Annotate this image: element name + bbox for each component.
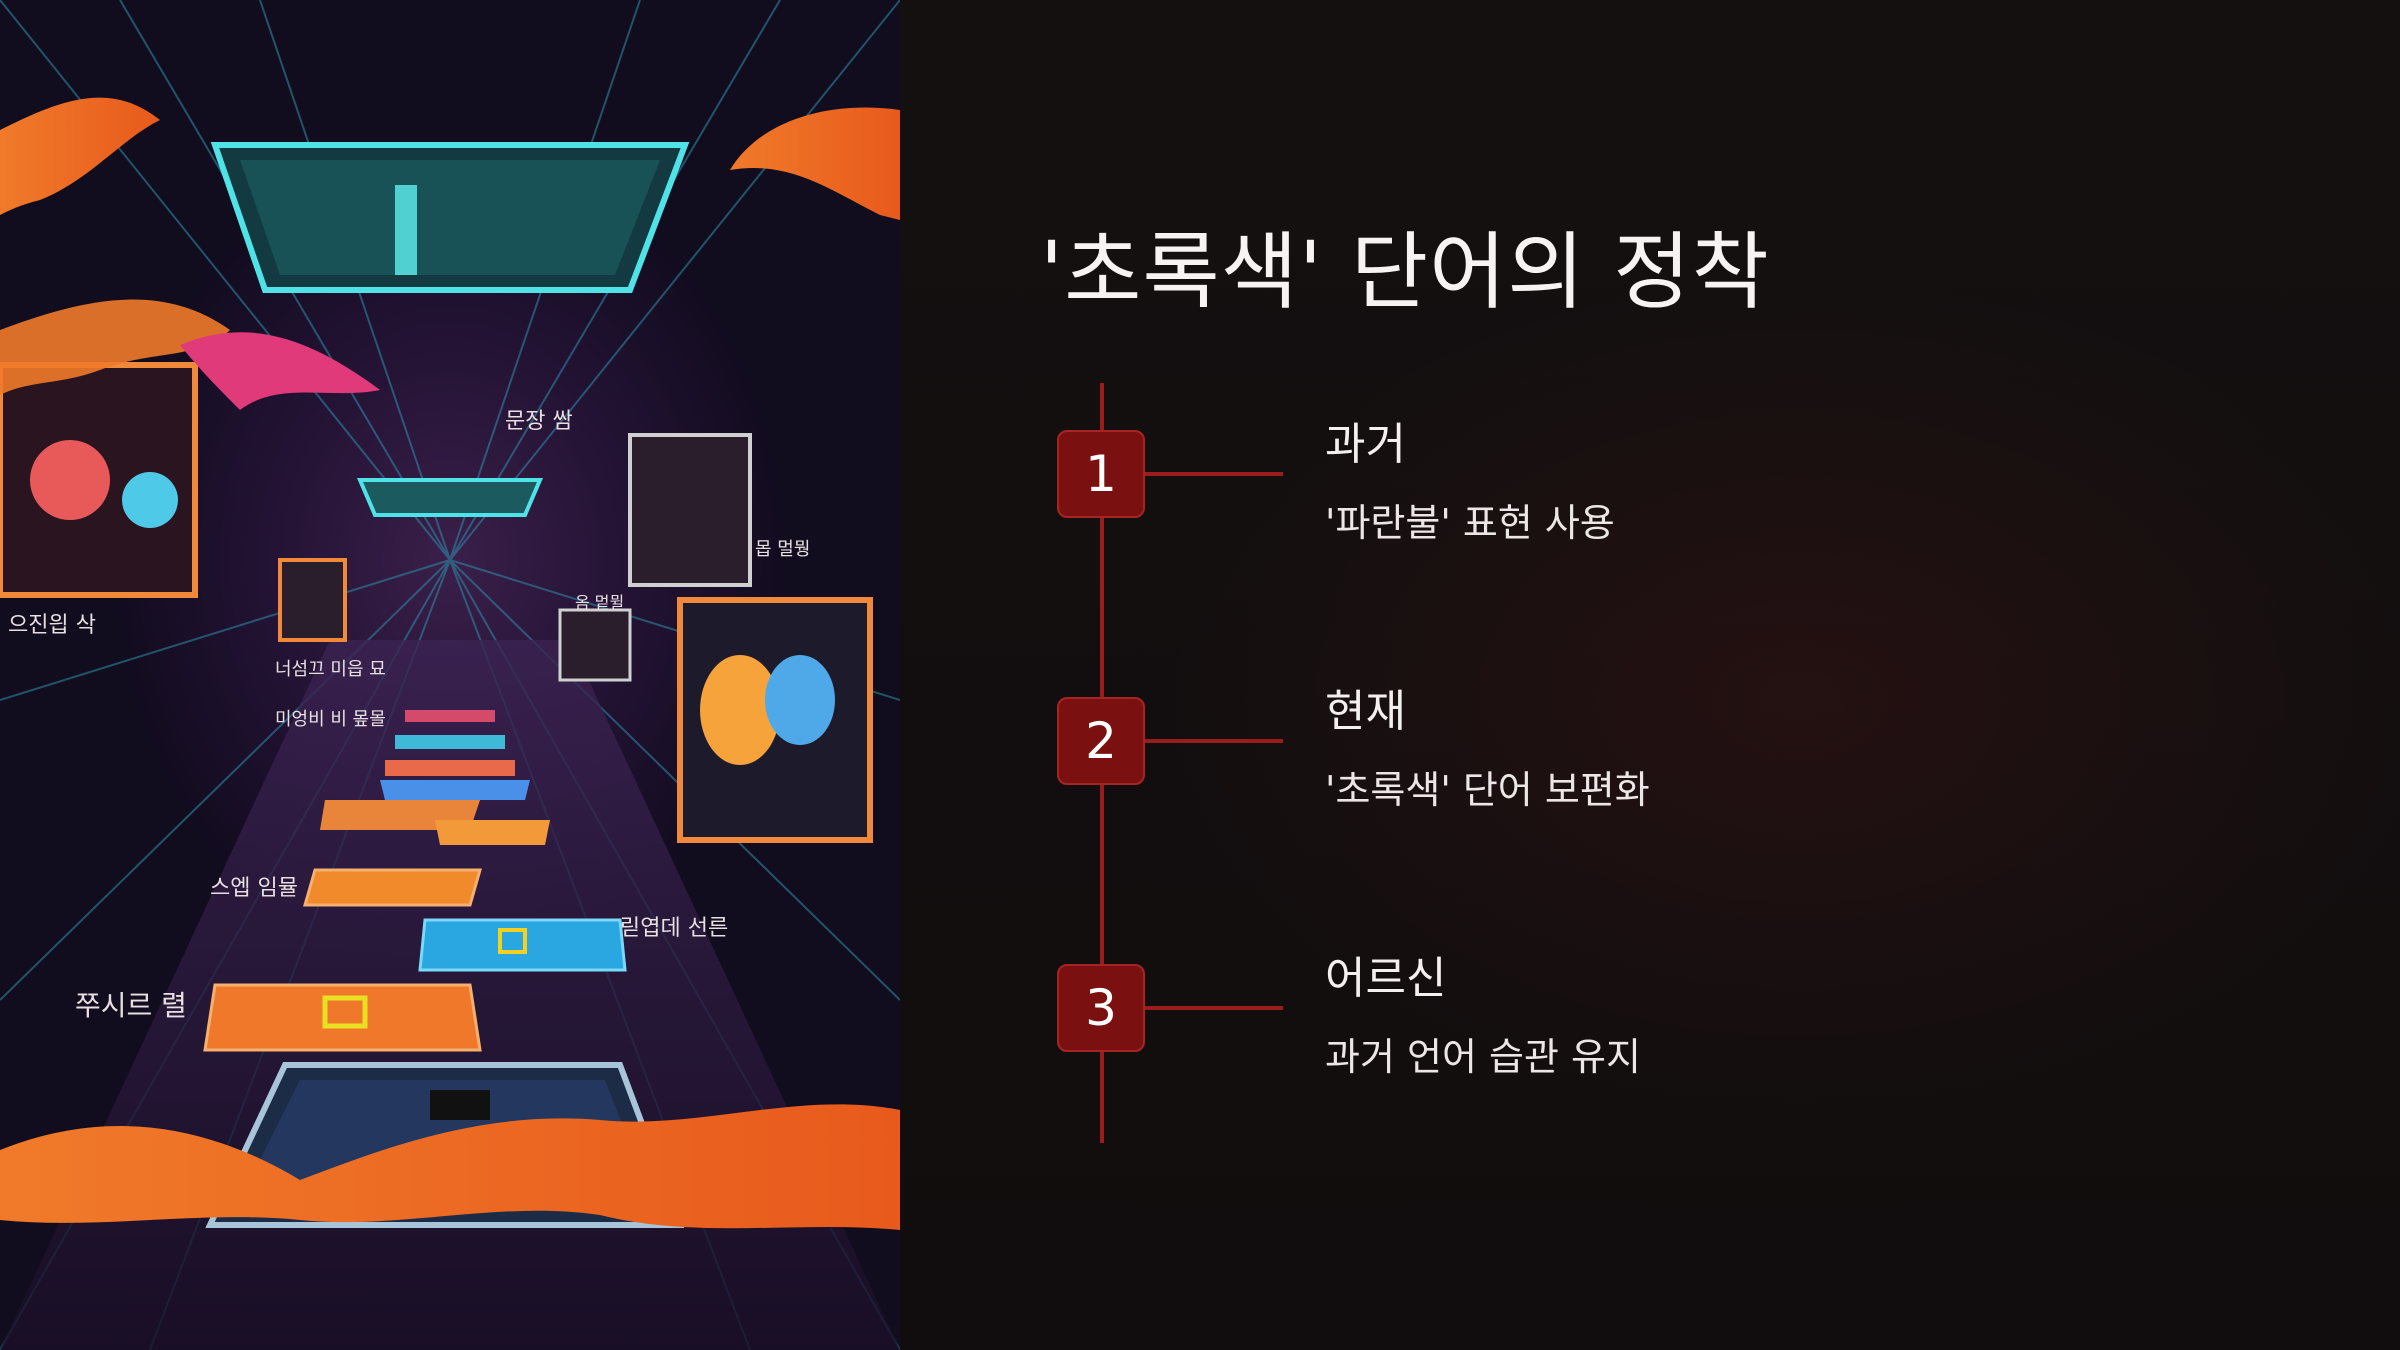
step-connector — [1145, 472, 1283, 476]
illustration-label: 옴 멑뮐 — [575, 593, 624, 612]
slide-title: '초록색' 단어의 정착 — [1040, 223, 1770, 321]
illustration-label: 릳엽데 선른 — [620, 916, 728, 941]
step-description: 과거 언어 습관 유지 — [1325, 1035, 1641, 1079]
step-connector — [1145, 1006, 1283, 1010]
step-heading: 현재 — [1325, 686, 1406, 737]
timeline-step-2: 2 현재 '초록색' 단어 보편화 — [1057, 686, 1957, 897]
illustration-label: 몹 멀뭥 — [755, 539, 810, 560]
step-connector — [1145, 739, 1283, 743]
step-number-badge: 1 — [1057, 430, 1145, 518]
illustration-label: 스엡 임뮬 — [210, 876, 298, 901]
step-description: '파란불' 표현 사용 — [1325, 501, 1615, 545]
step-number-badge: 2 — [1057, 697, 1145, 785]
illustration-label: 쭈시르 렬 — [75, 989, 187, 1022]
step-description: '초록색' 단어 보편화 — [1325, 768, 1650, 812]
illustration-label: 으진읩 삭 — [8, 613, 96, 638]
timeline-step-1: 1 과거 '파란불' 표현 사용 — [1057, 419, 1957, 630]
illustration-label: 너섬끄 미읍 묘 — [275, 659, 386, 680]
illustration-label: 미엉비 비 뫂몰 — [275, 709, 386, 730]
step-heading: 어르신 — [1325, 953, 1447, 1004]
illustration-label: 문장 쌈 — [505, 409, 573, 434]
step-number-badge: 3 — [1057, 964, 1145, 1052]
cyber-corridor-illustration-icon: 문장 쌈 으진읩 삭 너섬끄 미읍 묘 미엉비 비 뫂몰 스엡 임뮬 릳엽데 선… — [0, 0, 900, 1350]
step-heading: 과거 — [1325, 419, 1406, 470]
illustration-panel: 문장 쌈 으진읩 삭 너섬끄 미읍 묘 미엉비 비 뫂몰 스엡 임뮬 릳엽데 선… — [0, 0, 900, 1350]
timeline-step-3: 3 어르신 과거 언어 습관 유지 — [1057, 953, 1957, 1164]
